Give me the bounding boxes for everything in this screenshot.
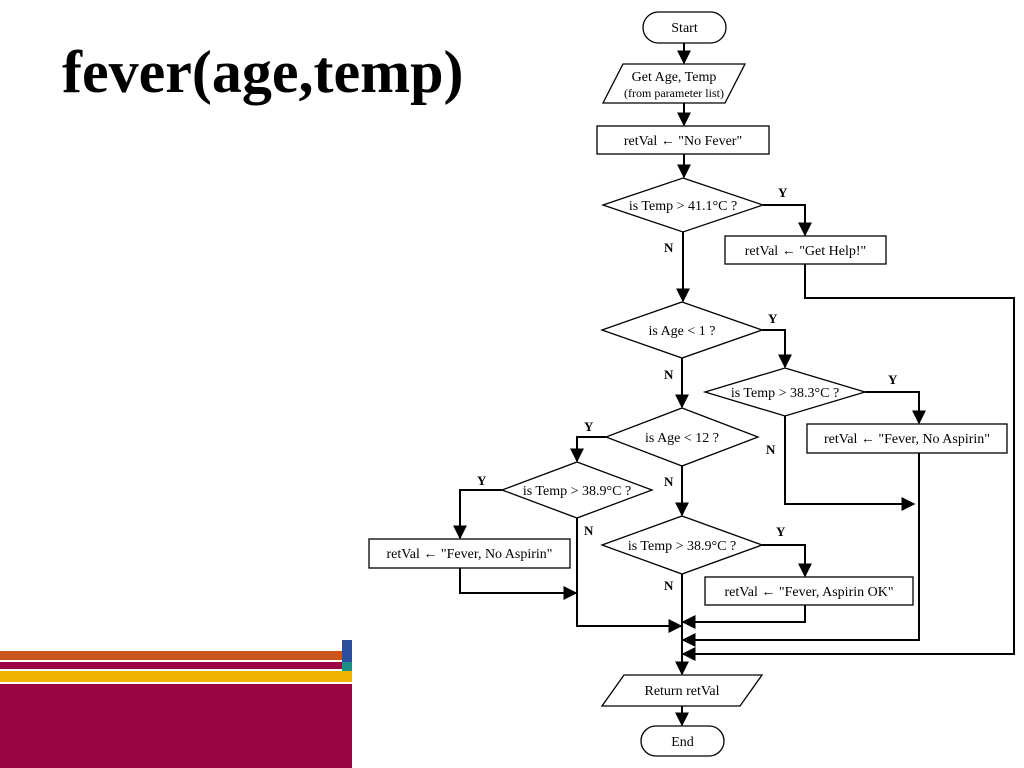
decision-temp-41-label: is Temp > 41.1°C ?	[629, 199, 737, 214]
decision-temp-389-mid-label: is Temp > 38.9°C ?	[628, 539, 736, 554]
edge-dec41-yes	[763, 204, 812, 237]
band-orange	[0, 651, 342, 660]
no-aspirin-label-left: retVal ← "Fever, No Aspirin"	[386, 547, 552, 562]
edge-help-merge	[681, 264, 1015, 661]
start-label: Start	[671, 21, 698, 36]
output-parallelogram	[600, 674, 764, 707]
end-label: End	[671, 735, 694, 750]
yes-label-389left: Y	[477, 473, 487, 488]
no-label-389mid: N	[664, 578, 674, 593]
yes-label-389mid: Y	[776, 524, 786, 539]
no-label-dec41: N	[664, 240, 674, 255]
edge-389mid-yes	[762, 544, 812, 578]
decision-age-1-label: is Age < 1 ?	[649, 324, 716, 339]
no-aspirin-label-right: retVal ← "Fever, No Aspirin"	[824, 432, 990, 447]
output-label: Return retVal	[644, 684, 719, 699]
no-aspirin-box-right	[806, 423, 1008, 454]
help-label: retVal ← "Get Help!"	[745, 244, 866, 259]
yes-label-383: Y	[888, 372, 898, 387]
init-label: retVal ← "No Fever"	[624, 134, 742, 149]
yes-label-age12: Y	[584, 419, 594, 434]
yes-label-age1: Y	[768, 311, 778, 326]
edge-383-no	[784, 416, 916, 511]
edge-age12-yes	[570, 436, 606, 463]
edge-aspok-merge	[681, 605, 806, 629]
edge-383-yes	[865, 391, 926, 425]
band-yellow	[0, 671, 352, 682]
aspirin-ok-label: retVal ← "Fever, Aspirin OK"	[724, 585, 893, 600]
decision-temp-383-label: is Temp > 38.3°C ?	[731, 386, 839, 401]
band-blue-accent	[342, 640, 352, 662]
no-aspirin-box-left	[368, 538, 571, 569]
band-teal-accent	[342, 662, 352, 671]
no-label-age1: N	[664, 367, 674, 382]
no-label-383: N	[766, 442, 776, 457]
input-label-line2: (from parameter list)	[624, 86, 724, 100]
edge-noasp-right-merge	[681, 453, 920, 647]
slide-title: fever(age,temp)	[62, 39, 464, 105]
band-maroon-block	[0, 684, 352, 768]
decision-temp-389-left-label: is Temp > 38.9°C ?	[523, 484, 631, 499]
band-maroon-thin	[0, 662, 342, 669]
input-label-line1: Get Age, Temp	[632, 70, 717, 85]
edge-389left-yes	[453, 489, 502, 540]
no-label-389left: N	[584, 523, 594, 538]
yes-label-dec41: Y	[778, 185, 788, 200]
edge-age1-yes	[762, 329, 792, 369]
input-parallelogram	[601, 63, 747, 104]
edge-noasp-left-out	[459, 568, 578, 600]
edge-389left-no	[576, 518, 683, 633]
no-label-age12: N	[664, 474, 674, 489]
decision-age-12-label: is Age < 12 ?	[645, 431, 719, 446]
